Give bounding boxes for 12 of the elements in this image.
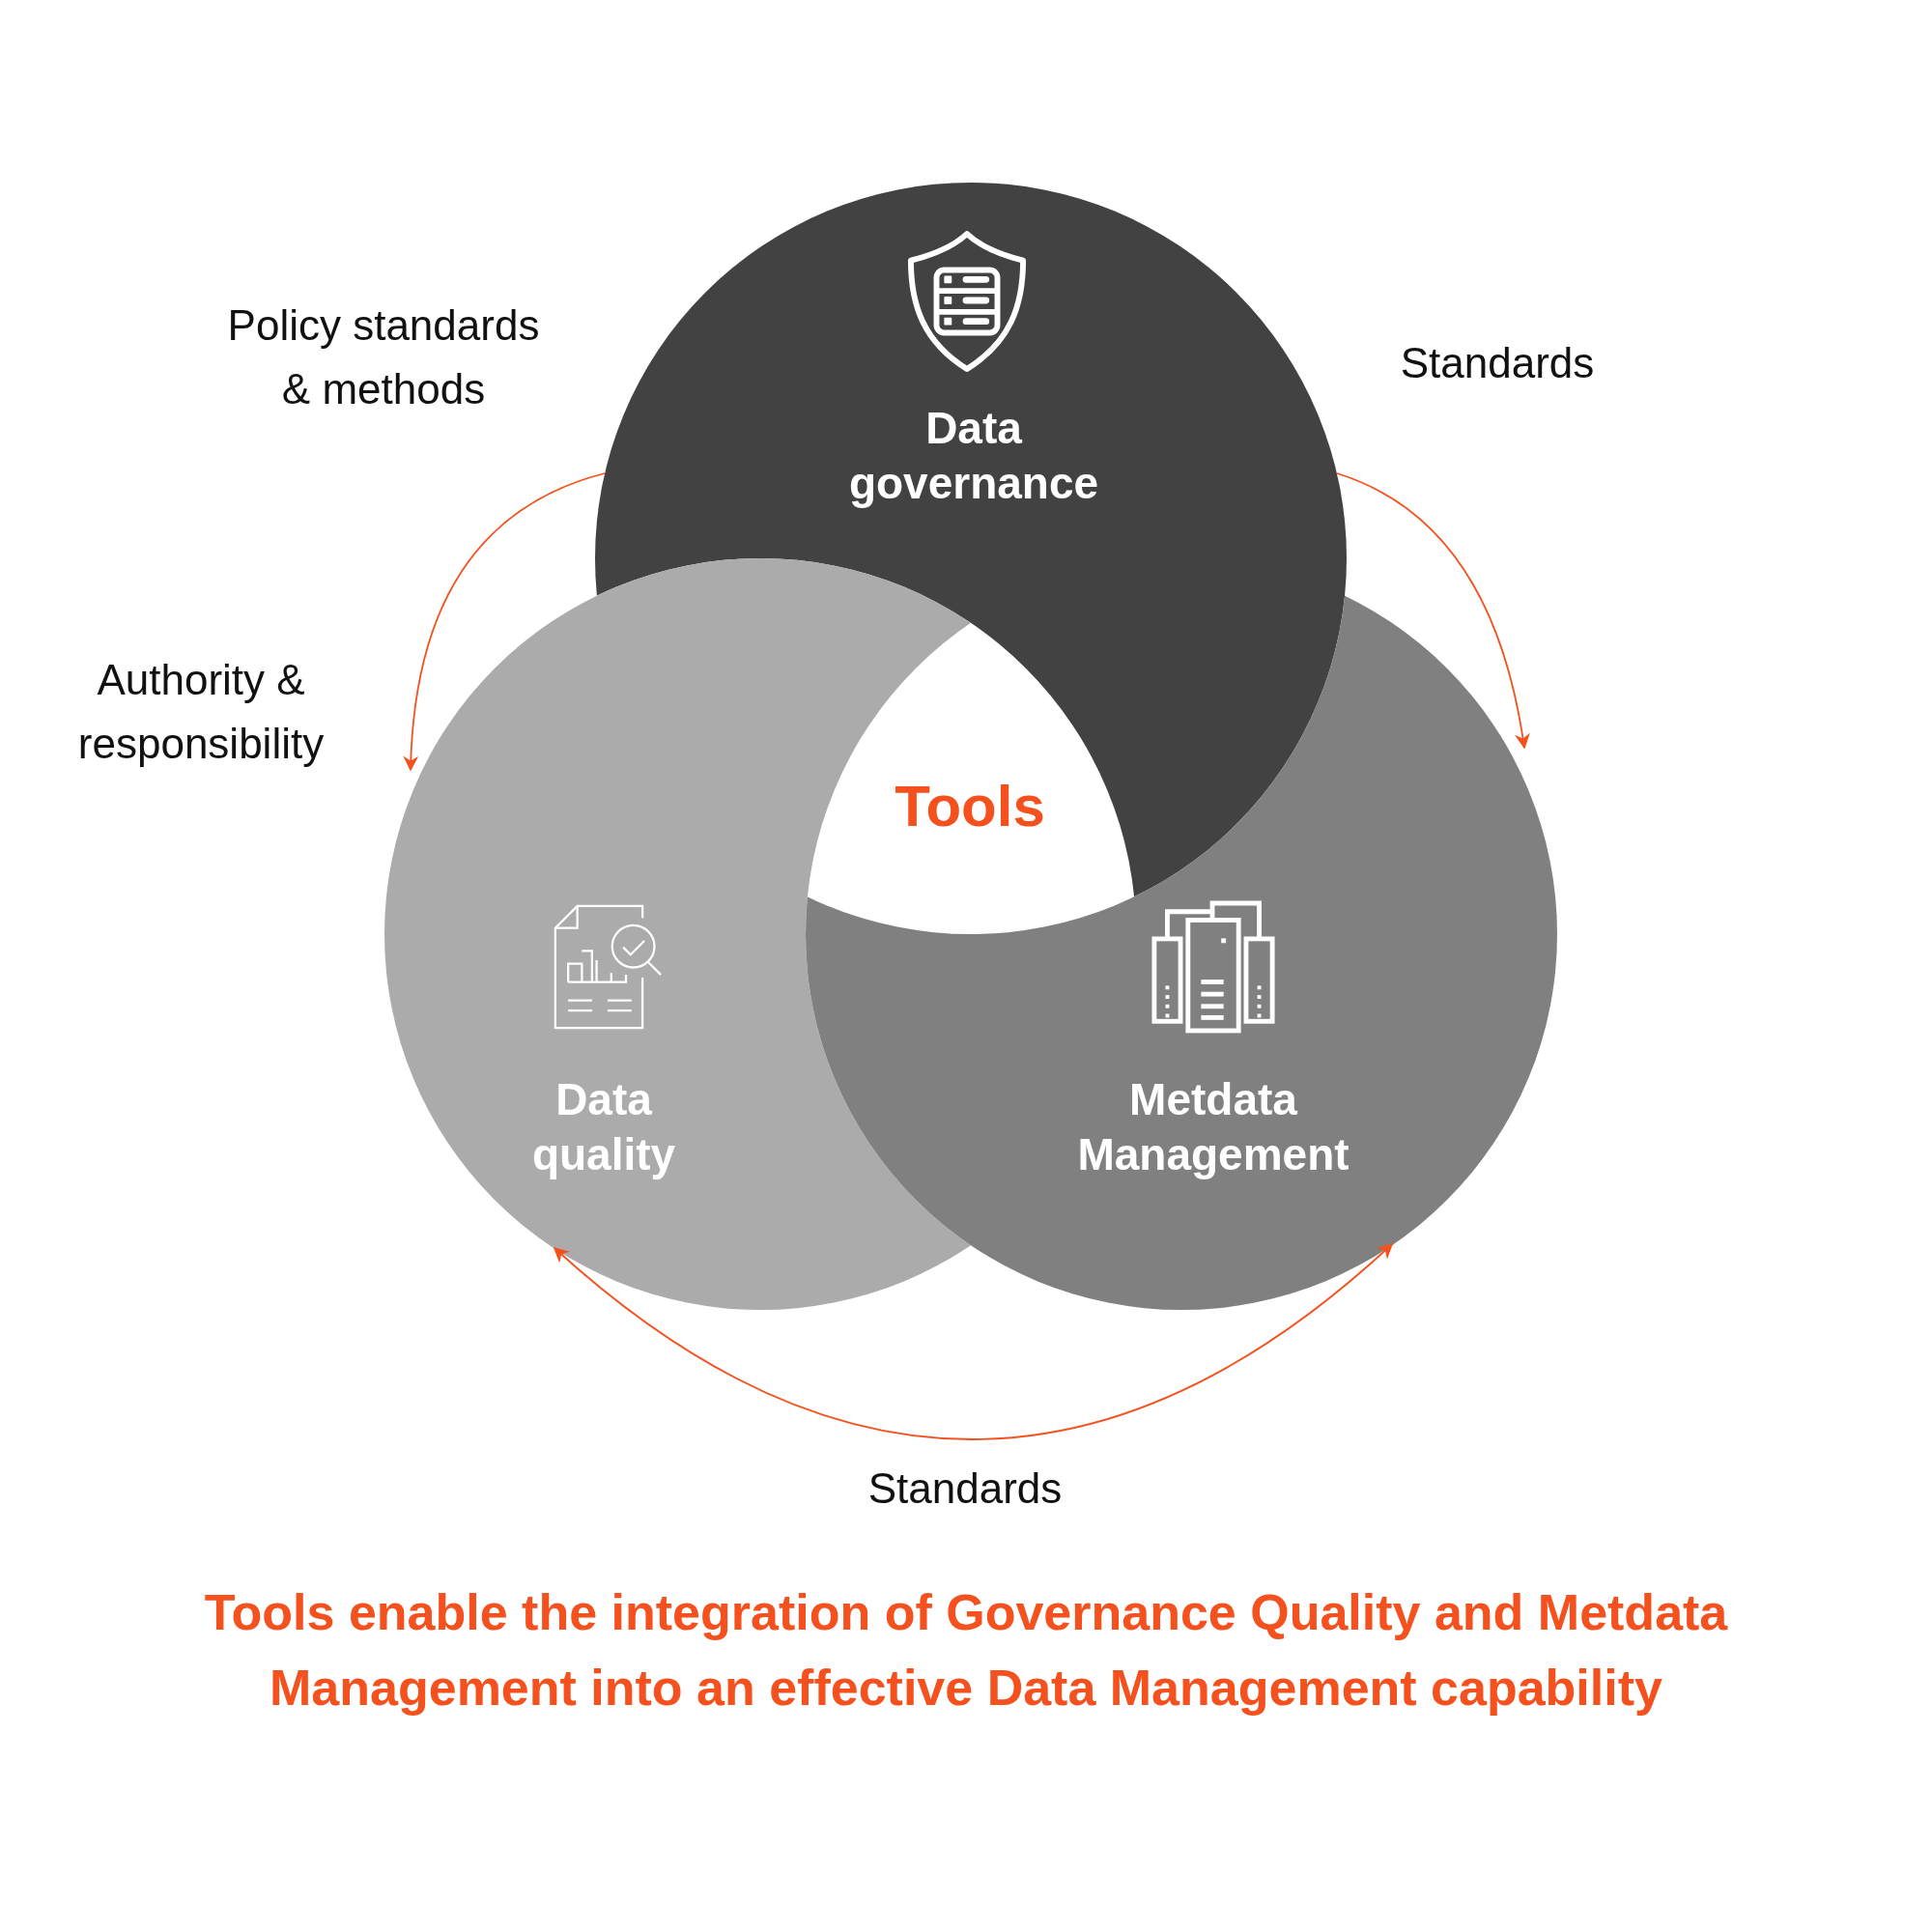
circle-label: Metdata Management [1076, 1073, 1350, 1181]
curved-arrow [1336, 472, 1530, 750]
circle-label: Data quality [530, 1073, 677, 1181]
annotation-text: Authority & responsibility [76, 655, 326, 769]
edge-label: Policy standards & methods [226, 300, 541, 414]
edge-label: Standards [867, 1463, 1064, 1514]
curved-arrow [553, 1242, 1394, 1440]
caption: Tools enable the integration of Governance Quality and Metdata Management into an effective Data Management capability [203, 1583, 1729, 1718]
edge-label: Standards [1399, 338, 1596, 388]
curved-arrow [403, 472, 606, 772]
center-label: Tools [894, 775, 1046, 838]
circle-label: Data governance [847, 402, 1100, 510]
